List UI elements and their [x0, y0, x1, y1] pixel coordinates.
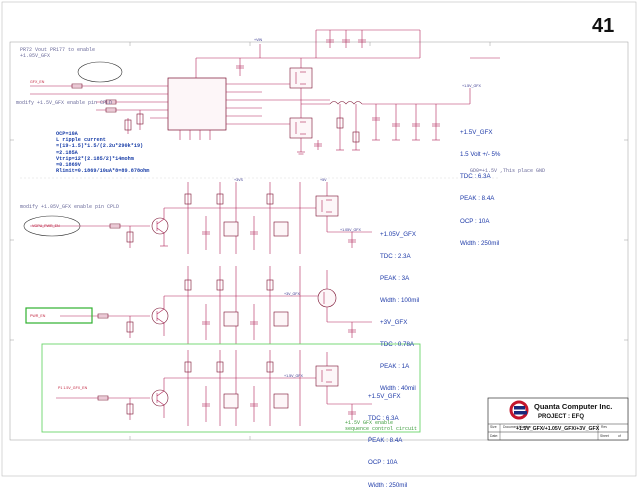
annotation-oval	[77, 61, 123, 83]
rail-line: TDC : 6.3A	[460, 173, 491, 181]
rail-line: Width : 250mil	[460, 239, 500, 247]
rail-line: PEAK : 8.4A	[368, 437, 403, 445]
net-label: +3VS	[234, 178, 243, 182]
net-label: +1.05V_GFX	[340, 228, 361, 232]
rail-line: TDC : 6.3A	[368, 415, 399, 423]
rail-line: PEAK : 3A	[380, 275, 410, 283]
sheet-title: +1.5V_GFX/+1.05V_GFX/+3V_GFX	[516, 426, 600, 432]
ocp-calculation-note: OCP=10A L ripple current =(19-1.5)*1.5/(…	[56, 131, 150, 175]
schematic-sheet	[1, 1, 637, 477]
project-name: PROJECT : EFQ	[538, 414, 585, 420]
rail-line: OCP : 10A	[460, 217, 490, 225]
net-label: +VIN	[254, 38, 263, 42]
note-gfx-gnd: GD0=+1.5V ,This place GND	[470, 168, 546, 174]
section-3v-gfx	[60, 266, 372, 344]
net-label: +1.5V_GFX	[284, 374, 303, 378]
high-side-mosfet	[289, 67, 313, 89]
rail-title: +1.5V_GFX	[368, 392, 401, 400]
note-top-left: PR72 Vout PR177 to enable +1.05V_GFX	[20, 47, 96, 59]
sequence-control-box	[41, 343, 421, 433]
sheet-label: Sheet	[600, 434, 609, 438]
rail-line: Width : 40mil	[380, 385, 416, 393]
pwm-section	[30, 29, 500, 155]
rail-line: PEAK : 1A	[380, 363, 410, 371]
rail-title: +1.5V_GFX	[460, 128, 493, 136]
net-label: +5V	[320, 178, 327, 182]
rail-spec-1v5-gfx-main: +1.5V_GFX 1.5 Volt +/- 5% TDC : 6.3A PEA…	[460, 114, 500, 255]
page-border	[1, 1, 637, 477]
drawing-frame	[9, 41, 629, 441]
net-label: PWR_EN	[30, 314, 46, 318]
size-label: Size	[490, 425, 497, 429]
rev-label: Rev	[601, 425, 608, 429]
rail-line: TDC : 2.3A	[380, 253, 411, 261]
of-label: of	[618, 434, 621, 438]
document-number-label: Document Number	[503, 425, 532, 429]
date-label: Date:	[490, 434, 499, 438]
pwm-controller-ic	[167, 77, 227, 131]
section-1v5-gfx-seq	[56, 350, 372, 426]
net-label: +1.5V_GFX	[462, 84, 481, 88]
rail-title: +3V_GFX	[380, 318, 408, 326]
note-enable-pin: modify +1.5V_GFX enable pin CPLD	[16, 100, 113, 106]
rail-spec-3v-gfx: +3V_GFX TDC : 0.78A PEAK : 1A Width : 40…	[380, 304, 416, 400]
net-label: VGPU_PWR_EN	[32, 224, 60, 228]
net-label: GFX_EN	[30, 80, 45, 84]
rail-line: 1.5 Volt +/- 5%	[460, 151, 501, 159]
net-label: P1 1.5V_GFX_EN	[58, 386, 88, 390]
rail-line: Width : 250mil	[368, 481, 408, 489]
note-enable-105: modify +1.05V_GFX enable pin CPLD	[20, 204, 120, 210]
net-label: +3V_GFX	[284, 292, 300, 296]
quanta-logo-icon	[509, 400, 529, 420]
rail-spec-1v05-gfx: +1.05V_GFX TDC : 2.3A PEAK : 3A Width : …	[380, 216, 419, 312]
rail-title: +1.05V_GFX	[380, 230, 416, 238]
page-number: 41	[592, 15, 615, 37]
note-sequence-control: +1.5V GFX enable sequence control circui…	[345, 420, 418, 432]
company-name: Quanta Computer Inc.	[534, 402, 613, 411]
rail-line: PEAK : 8.4A	[460, 195, 495, 203]
rail-line: Width : 100mil	[380, 297, 420, 305]
low-side-mosfet	[289, 117, 313, 139]
section-1v05-gfx	[23, 182, 372, 254]
rail-line: OCP : 10A	[368, 459, 398, 467]
enable-highlight-box	[25, 307, 93, 324]
rail-line: TDC : 0.78A	[380, 341, 415, 349]
rail-spec-1v5-gfx-seq: +1.5V_GFX TDC : 6.3A PEAK : 8.4A OCP : 1…	[368, 378, 407, 497]
